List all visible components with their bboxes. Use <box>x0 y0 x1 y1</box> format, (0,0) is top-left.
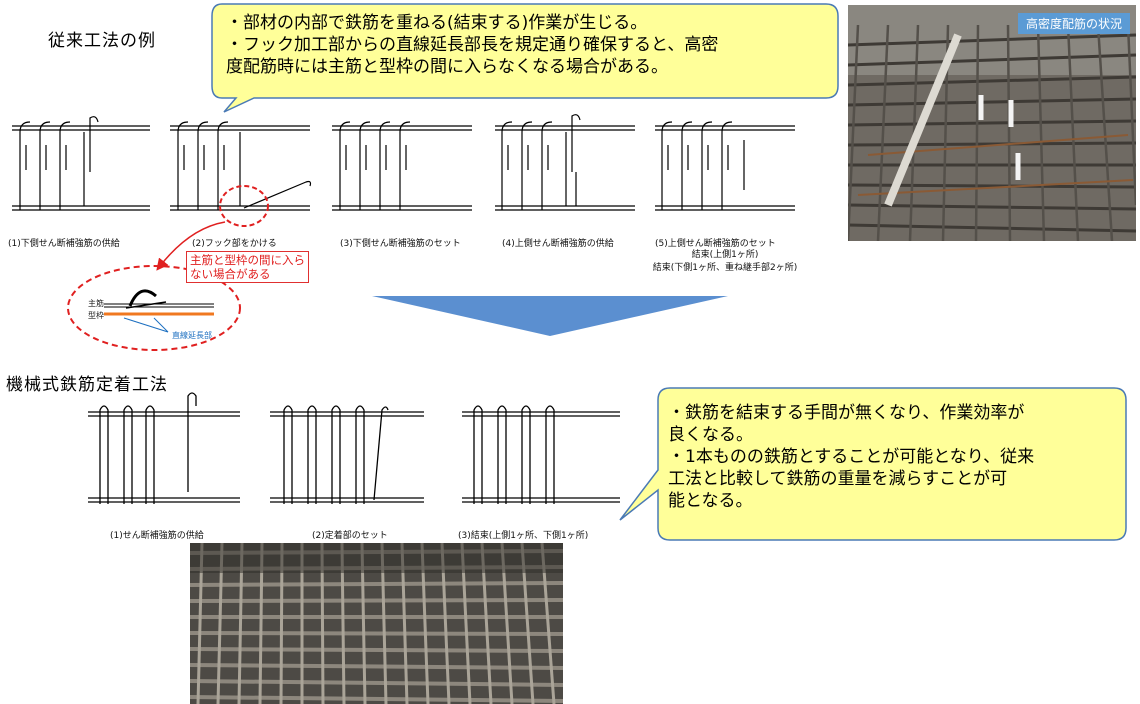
formwork-label: 型枠 <box>88 311 104 320</box>
mechanical-bubble-text: ・鉄筋を結束する手間が無くなり、作業効率が 良くなる。 ・1本ものの鉄筋とするこ… <box>668 403 1035 511</box>
mechanical-bubble <box>619 387 1127 541</box>
conventional-bubble-text: ・部材の内部で鉄筋を重ねる(結束する)作業が生じる。 ・フック加工部からの直線延… <box>226 13 719 77</box>
mech-step3-diagram <box>462 405 620 504</box>
conventional-step5-caption: (5)上側せん断補強筋のセット <box>655 239 776 249</box>
transition-arrow <box>372 296 728 336</box>
hook-detail-diagram <box>67 265 241 351</box>
conventional-steps-diagram <box>12 114 795 227</box>
dense-rebar-photo: 高密度配筋の状況 <box>848 5 1136 241</box>
extension-label: 直線延長部 <box>172 331 212 340</box>
mechanical-heading: 機械式鉄筋定着工法 <box>6 375 168 395</box>
main-bar-label: 主筋 <box>88 299 104 308</box>
step2-diagram <box>170 121 312 211</box>
step2-hook-highlight <box>219 185 269 227</box>
mech-step1-diagram <box>88 392 240 504</box>
step1-diagram <box>12 116 150 211</box>
step3-diagram <box>332 121 472 211</box>
conventional-step3-caption: (3)下側せん断補強筋のセット <box>340 239 461 249</box>
conventional-heading: 従来工法の例 <box>48 31 156 51</box>
conventional-step2-caption: (2)フック部をかける <box>192 239 277 249</box>
conventional-step4-caption: (4)上側せん断補強筋の供給 <box>502 239 614 249</box>
step5-diagram <box>655 121 795 211</box>
callout-arrow <box>156 221 226 271</box>
photo-tag: 高密度配筋の状況 <box>1017 13 1130 34</box>
mechanical-step2-caption: (2)定着部のセット <box>312 531 388 541</box>
mechanical-steps-diagram <box>88 392 620 504</box>
mech-step2-diagram <box>270 405 424 504</box>
mechanical-rebar-photo <box>190 543 563 704</box>
step4-diagram <box>495 114 635 211</box>
mechanical-step3-caption: (3)結束(上側1ヶ所、下側1ヶ所) <box>458 531 589 541</box>
conventional-bubble <box>211 3 839 113</box>
dense-rebar-photo-image <box>848 5 1136 241</box>
mechanical-rebar-photo-image <box>190 543 563 704</box>
mechanical-step1-caption: (1)せん断補強筋の供給 <box>110 531 204 541</box>
conventional-step5-extra: 結束(上側1ヶ所) 結束(下側1ヶ所、重ね継手部2ヶ所) <box>652 250 798 273</box>
callout-label: 主筋と型枠の間に入ら ない場合がある <box>186 251 309 283</box>
conventional-step1-caption: (1)下側せん断補強筋の供給 <box>8 239 120 249</box>
